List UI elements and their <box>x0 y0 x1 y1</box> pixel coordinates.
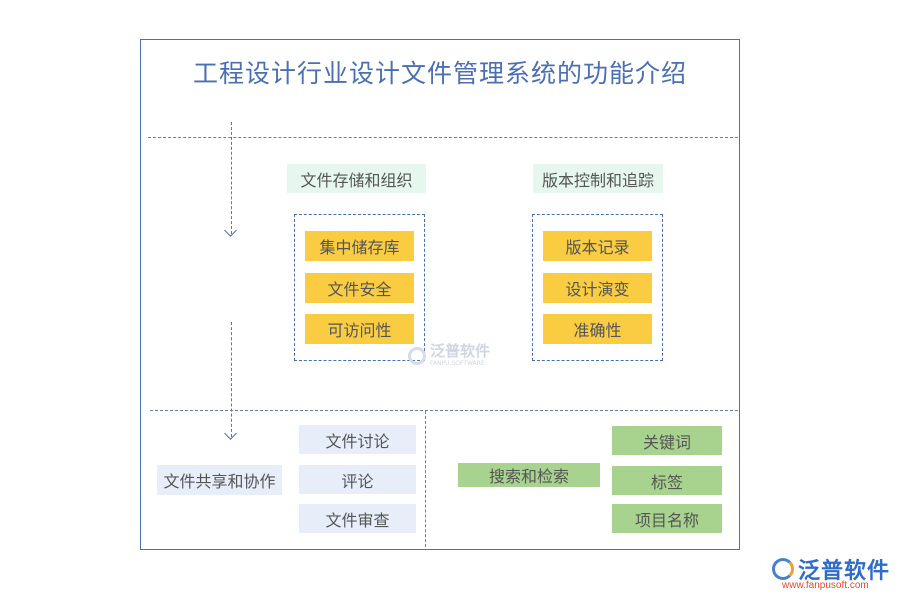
diagram-title: 工程设计行业设计文件管理系统的功能介绍 <box>192 59 687 88</box>
brand-logo: 泛普软件 <box>772 553 890 585</box>
sharing-item-review: 文件审查 <box>299 504 416 533</box>
watermark-text: 泛普软件 <box>430 342 491 360</box>
brand-logo-text: 泛普软件 <box>798 559 891 584</box>
sharing-section-label: 文件共享和协作 <box>157 465 282 495</box>
sharing-item-comment: 评论 <box>299 465 416 494</box>
storage-item-security: 文件安全 <box>305 273 414 303</box>
storage-item-repository: 集中储存库 <box>305 231 414 261</box>
search-item-project-name: 项目名称 <box>612 504 722 533</box>
watermark: 泛普软件 FANPU SOFTWARE <box>408 344 490 367</box>
search-item-keyword: 关键词 <box>612 426 722 455</box>
diagram-frame <box>140 39 740 550</box>
storage-item-accessibility: 可访问性 <box>305 314 414 344</box>
sharing-item-discussion: 文件讨论 <box>299 425 416 454</box>
brand-url: www.fanpusoft.com <box>782 580 869 591</box>
flow-arrow-line-1 <box>231 122 232 234</box>
storage-section-label: 文件存储和组织 <box>287 164 426 193</box>
version-item-accuracy: 准确性 <box>543 314 652 344</box>
version-item-evolution: 设计演变 <box>543 273 652 303</box>
version-section-label: 版本控制和追踪 <box>533 164 663 193</box>
bottom-separator <box>150 410 738 411</box>
search-section-label: 搜索和检索 <box>458 463 600 487</box>
storage-group <box>294 214 425 361</box>
top-separator <box>148 137 738 138</box>
bottom-column-divider <box>425 411 426 547</box>
fanpu-logo-icon <box>772 558 794 580</box>
version-item-record: 版本记录 <box>543 231 652 261</box>
flow-arrow-line-2 <box>231 322 232 437</box>
version-group <box>532 214 663 361</box>
search-item-tag: 标签 <box>612 466 722 495</box>
watermark-logo-icon <box>408 346 426 365</box>
watermark-subtext: FANPU SOFTWARE <box>430 360 485 367</box>
